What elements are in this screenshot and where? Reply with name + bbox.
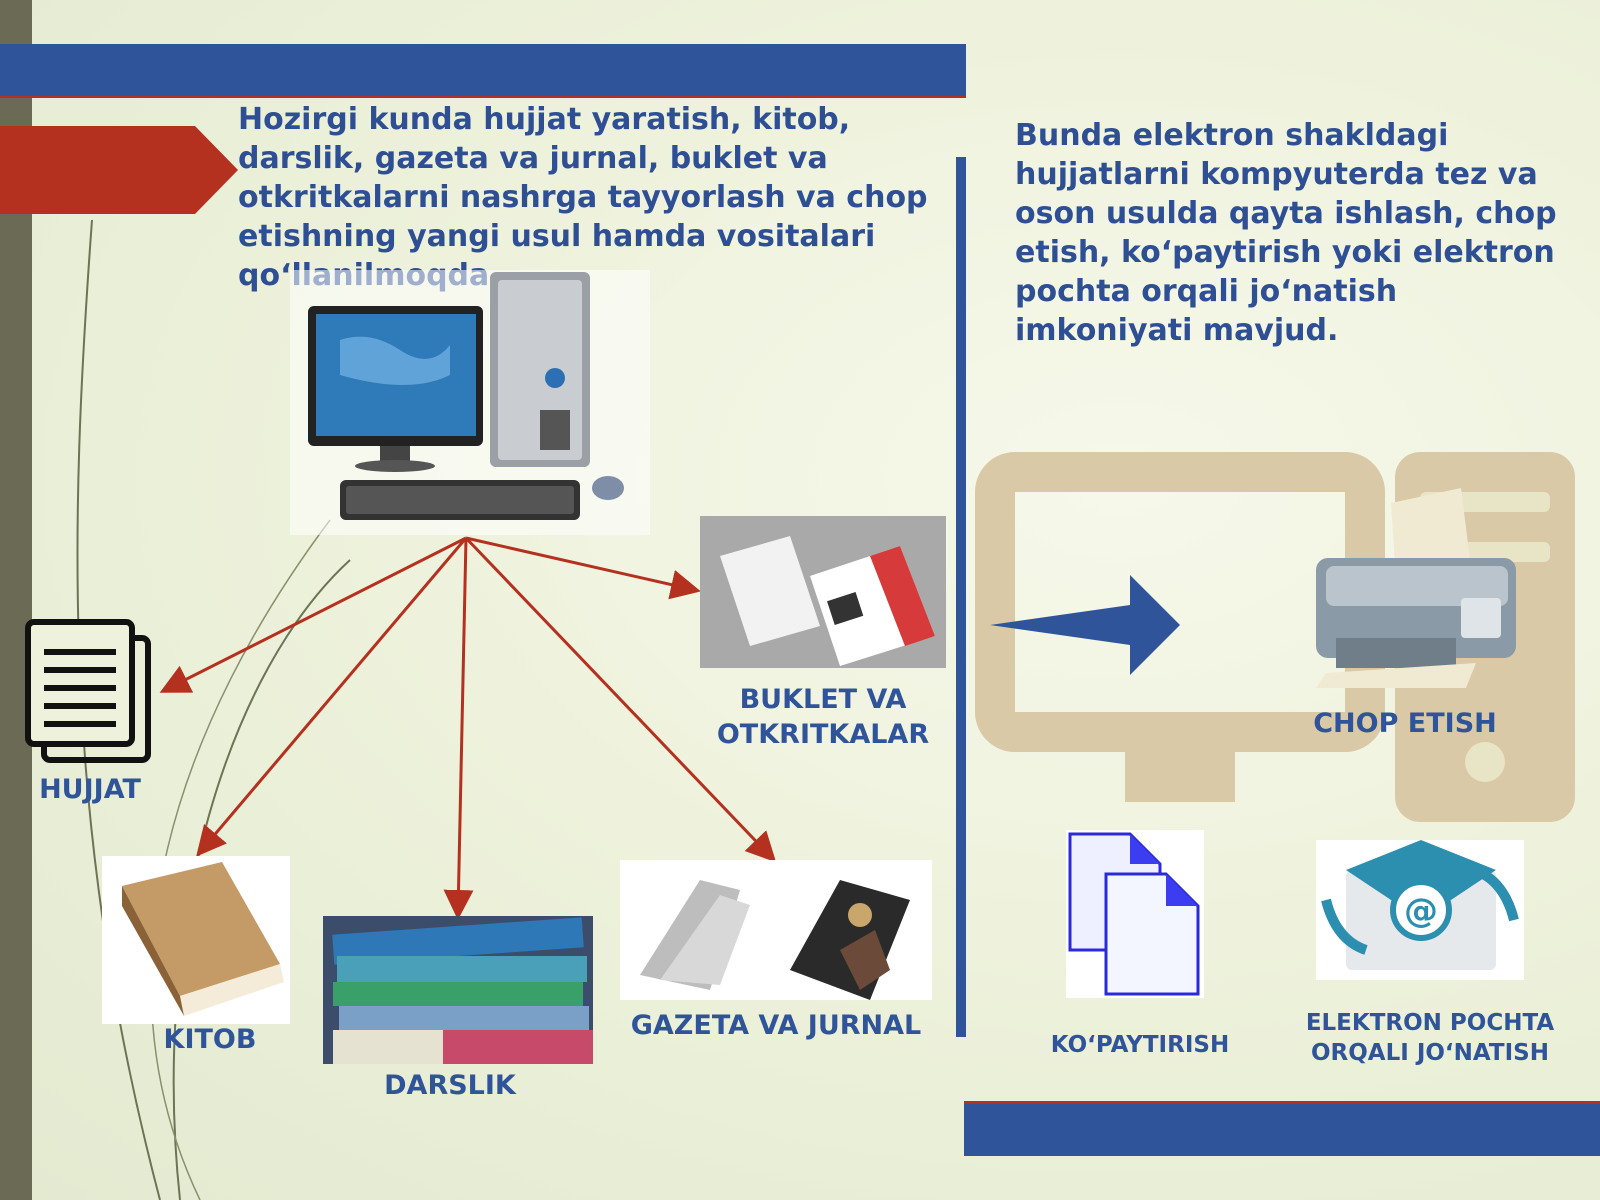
document-stack-icon [25, 619, 151, 763]
textbook-stack-icon [323, 916, 593, 1064]
right-arrow-icon [990, 575, 1180, 675]
label-gazeta-va-jurnal: GAZETA VA JURNAL [630, 1010, 922, 1041]
label-buklet-va-otkritkalar: BUKLET VA OTKRITKALAR [716, 684, 930, 750]
red-arrow-tab [0, 126, 238, 214]
label-elektron-pochta: ELEKTRON POCHTA ORQALI JO‘NATISH [1305, 1010, 1555, 1066]
email-envelope-icon: @ [1316, 840, 1524, 980]
top-banner-bar [0, 44, 966, 96]
book-icon [102, 856, 290, 1024]
brochure-icon [700, 516, 946, 668]
label-chop-etish: CHOP ETISH [1313, 708, 1497, 739]
label-kitob: KITOB [163, 1024, 257, 1055]
vertical-divider [956, 157, 966, 1037]
desktop-computer-icon [290, 270, 650, 535]
copy-documents-icon [1066, 830, 1204, 998]
newspaper-magazine-icon [620, 860, 932, 1000]
svg-text:@: @ [1404, 891, 1438, 931]
bottom-banner-bar [964, 1101, 1600, 1156]
description-paragraph: Bunda elektron shakldagi hujjatlarni kom… [1015, 118, 1557, 348]
label-kopaytirish: KO‘PAYTIRISH [1050, 1032, 1230, 1058]
label-darslik: DARSLIK [384, 1070, 516, 1101]
printer-icon [1316, 488, 1516, 688]
label-hujjat: HUJJAT [39, 774, 141, 805]
